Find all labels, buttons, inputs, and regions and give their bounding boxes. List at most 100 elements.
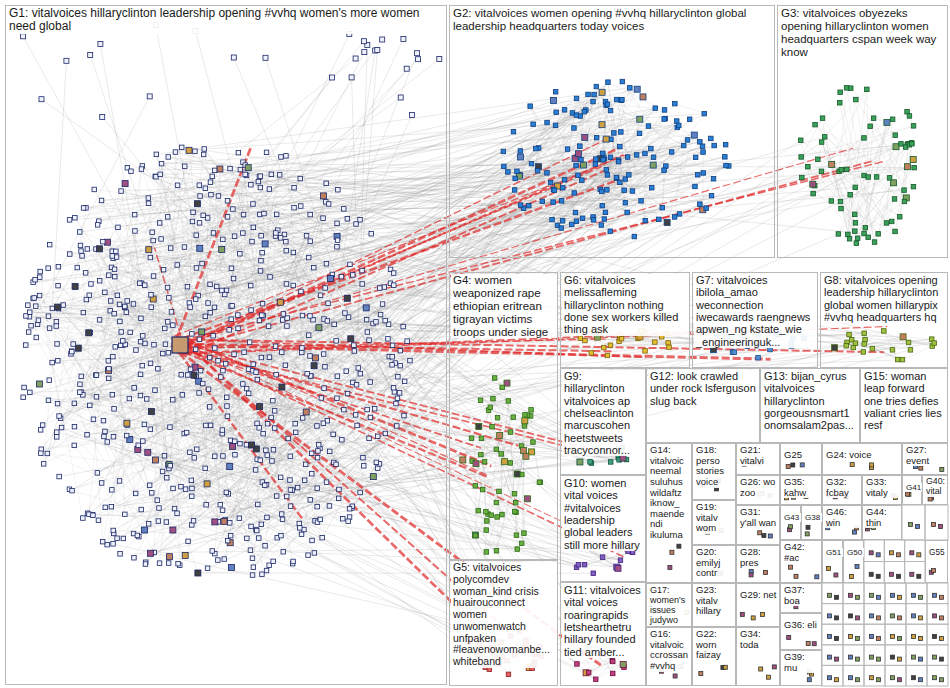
network-edge [154, 547, 619, 552]
vertex [139, 316, 144, 321]
vertex [118, 552, 123, 557]
vertex [157, 506, 162, 511]
network-edge [185, 166, 864, 233]
network-edge [105, 445, 138, 507]
vertex [90, 513, 95, 518]
vertex [257, 426, 262, 431]
vertex [204, 423, 209, 428]
network-edge [160, 162, 618, 175]
vertex [207, 405, 212, 410]
vertex [57, 474, 62, 479]
vertex [148, 427, 153, 432]
weighted-edge [187, 170, 605, 354]
vertex [146, 522, 151, 527]
network-edge [878, 144, 901, 234]
vertex [344, 369, 349, 374]
vertex [87, 293, 92, 298]
vertex [280, 517, 285, 522]
vertex [229, 317, 234, 322]
vertex [279, 155, 284, 160]
network-edge [178, 106, 530, 185]
avatar-vertex [170, 527, 176, 533]
avatar-vertex [194, 201, 200, 207]
vertex [118, 319, 123, 324]
vertex [123, 512, 128, 517]
vertex [398, 363, 403, 368]
network-edge [848, 147, 896, 235]
network-edge [801, 118, 822, 157]
vertex [131, 302, 136, 307]
network-edge [97, 152, 703, 473]
vertex [96, 518, 101, 523]
network-edge [58, 341, 585, 361]
network-edge [31, 96, 150, 325]
vertex [245, 536, 250, 541]
network-edge [848, 89, 867, 234]
vertex [324, 262, 329, 267]
vertex [337, 487, 342, 492]
vertex [274, 494, 279, 499]
vertex [216, 359, 221, 364]
network-edge [863, 343, 934, 352]
network-edge [170, 466, 596, 680]
network-edge [72, 332, 131, 351]
vertex [69, 349, 74, 354]
network-edge [813, 126, 870, 193]
avatar-vertex [142, 527, 148, 533]
vertex [382, 285, 387, 290]
avatar-vertex [348, 336, 354, 342]
network-edge [283, 541, 312, 552]
vertex [107, 366, 112, 371]
network-edge [579, 152, 672, 154]
vertex [396, 375, 401, 380]
vertex [291, 283, 296, 288]
vertex [318, 293, 323, 298]
avatar-vertex [75, 345, 81, 351]
vertex [198, 194, 203, 199]
vertex [105, 440, 110, 445]
weighted-edge [176, 147, 251, 340]
vertex [94, 373, 99, 378]
network-edge [608, 82, 665, 110]
network-edge [675, 104, 704, 114]
network-edge [36, 162, 243, 306]
vertex [281, 318, 286, 323]
network-edge [865, 331, 884, 340]
network-edge [874, 118, 904, 190]
network-edge [813, 89, 867, 193]
vertex [80, 254, 85, 259]
vertex [45, 451, 50, 456]
network-edge [97, 473, 185, 556]
vertex [47, 326, 52, 331]
network-edge [227, 236, 235, 397]
vertex [92, 187, 97, 192]
weighted-edge [187, 343, 481, 631]
vertex [75, 265, 80, 270]
vertex [365, 330, 370, 335]
weighted-edge [173, 345, 481, 448]
network-edge [228, 102, 594, 201]
vertex [111, 354, 116, 359]
vertex [266, 324, 271, 329]
vertex [161, 267, 166, 272]
network-edge [801, 157, 900, 217]
vertex [193, 347, 198, 352]
vertex [190, 219, 195, 224]
vertex [335, 245, 340, 250]
vertex [206, 387, 211, 392]
network-edge [36, 214, 264, 307]
vertex [298, 526, 303, 531]
vertex [121, 536, 126, 541]
network-edge [99, 92, 602, 221]
network-edge [900, 144, 909, 217]
vertex [106, 359, 111, 364]
vertex [28, 390, 32, 395]
vertex [297, 521, 302, 526]
network-edge [818, 159, 856, 223]
vertex [197, 183, 202, 188]
network-edge [832, 165, 895, 232]
network-edge [57, 432, 577, 567]
network-edge [89, 113, 573, 514]
vertex [94, 373, 99, 378]
network-edge [138, 449, 159, 521]
